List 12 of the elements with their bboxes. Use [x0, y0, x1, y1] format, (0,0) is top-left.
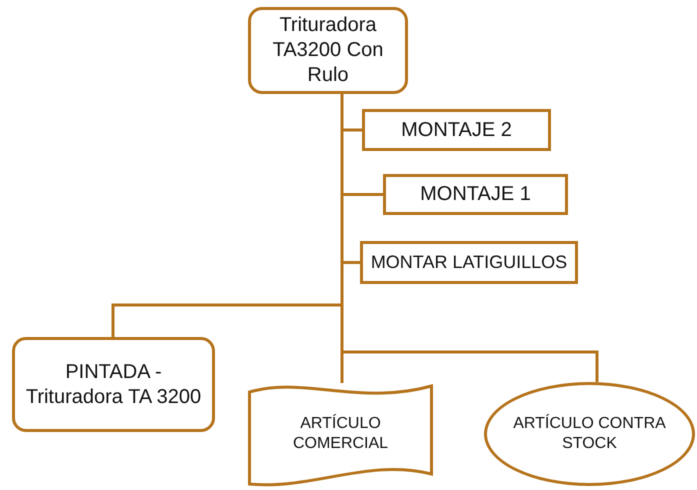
rounded-box: [12, 337, 215, 432]
node-label: MONTAJE 2: [401, 118, 512, 142]
process-box: [360, 241, 578, 284]
node-label: ARTÍCULO CONTRA STOCK: [512, 414, 667, 454]
node-label: MONTAR LATIGUILLOS: [370, 251, 568, 274]
node-label: ARTÍCULO COMERCIAL: [292, 414, 390, 454]
node-label: Trituradora TA3200 Con Rulo: [272, 13, 384, 88]
node-label: MONTAJE 1: [420, 182, 531, 207]
process-box: [362, 109, 551, 151]
node-label: PINTADA - Trituradora TA 3200: [24, 360, 202, 410]
process-box: [383, 174, 568, 215]
rounded-box: [248, 7, 408, 94]
